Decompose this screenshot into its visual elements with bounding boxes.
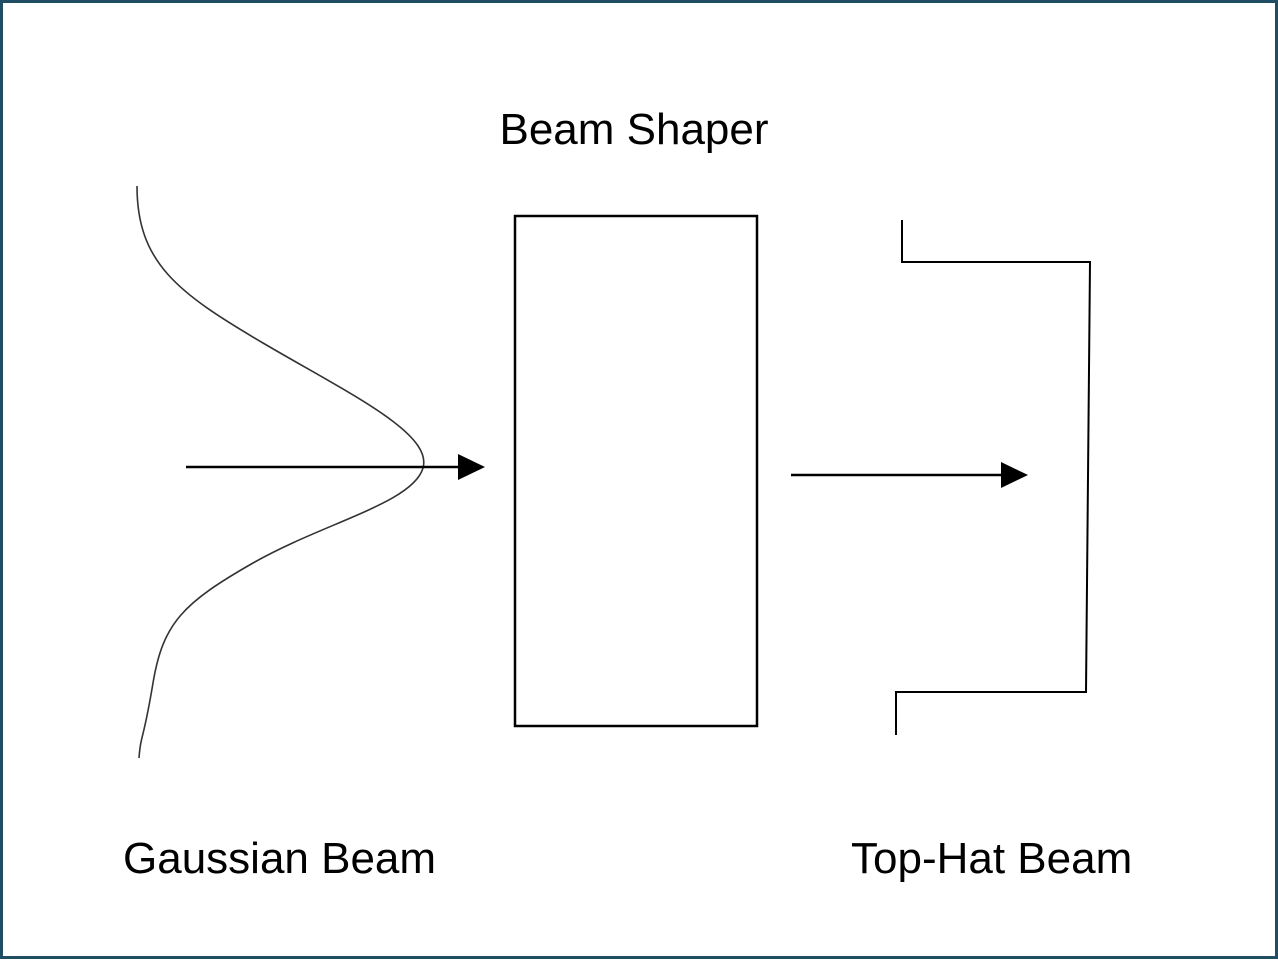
beam-shaper-box xyxy=(513,214,759,728)
gaussian-profile-curve xyxy=(136,185,425,759)
gaussian-beam-label: Gaussian Beam xyxy=(123,834,436,883)
input-arrowhead xyxy=(458,454,485,480)
output-arrowhead xyxy=(1001,462,1028,488)
beam-shaper-diagram: Beam Shaper Gaussian Beam Top-Hat Beam xyxy=(123,105,1132,883)
beam-shaper-label: Beam Shaper xyxy=(499,105,768,154)
top-hat-beam-label: Top-Hat Beam xyxy=(851,834,1132,883)
top-hat-profile xyxy=(895,220,1092,735)
